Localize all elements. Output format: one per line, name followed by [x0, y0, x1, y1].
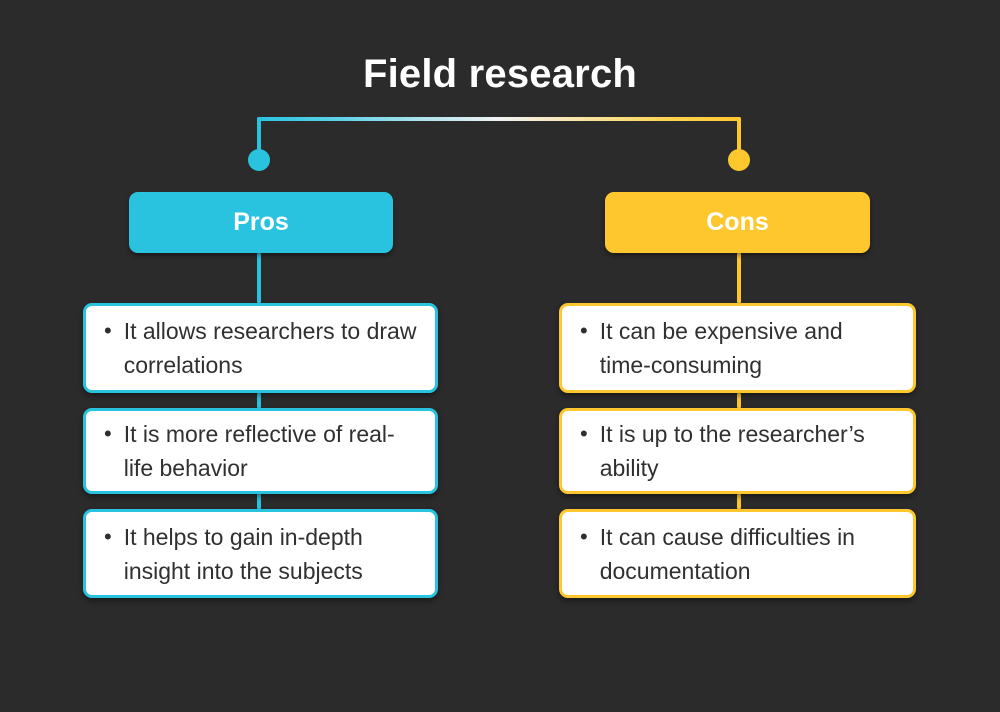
- cons-item-card-2[interactable]: • It is up to the researcher’s ability: [559, 408, 916, 494]
- cons-item-text-3: It can cause difficulties in documentati…: [599, 523, 855, 584]
- column-header-pros[interactable]: Pros: [129, 192, 393, 253]
- column-header-cons-label: Cons: [706, 208, 769, 236]
- stem-cons-item-1-to-item-2: [737, 393, 741, 408]
- bullet-icon: •: [104, 318, 112, 343]
- stem-pros-item-2-to-item-3: [257, 494, 261, 509]
- cons-item-text-2: It is up to the researcher’s ability: [599, 421, 865, 481]
- stem-cons-header-to-item-1: [737, 253, 741, 303]
- pros-item-text-1: It allows researchers to draw correlatio…: [123, 318, 417, 378]
- column-header-cons[interactable]: Cons: [605, 192, 870, 253]
- stem-cons-item-2-to-item-3: [737, 494, 741, 509]
- connector-horizontal-bracket: [257, 117, 741, 121]
- connector-vertical-right: [737, 117, 741, 159]
- column-header-pros-label: Pros: [233, 208, 289, 236]
- cons-item-text-1: It can be expensive and time-consuming: [599, 318, 843, 378]
- stem-pros-header-to-item-1: [257, 253, 261, 303]
- bullet-icon: •: [104, 523, 112, 549]
- pros-item-text-3: It helps to gain in-depth insight into t…: [123, 523, 363, 584]
- bullet-icon: •: [580, 318, 588, 343]
- pros-item-card-2[interactable]: • It is more reflective of real-life beh…: [83, 408, 438, 494]
- cons-item-card-3[interactable]: • It can cause difficulties in documenta…: [559, 509, 916, 598]
- pros-item-text-2: It is more reflective of real-life behav…: [123, 421, 395, 481]
- bullet-icon: •: [580, 523, 588, 549]
- stem-pros-item-1-to-item-2: [257, 393, 261, 408]
- bullet-icon: •: [580, 421, 588, 446]
- connector-vertical-left: [257, 117, 261, 159]
- pros-item-card-1[interactable]: • It allows researchers to draw correlat…: [83, 303, 438, 393]
- node-dot-cons: [728, 149, 750, 171]
- cons-item-card-1[interactable]: • It can be expensive and time-consuming: [559, 303, 916, 393]
- page-title: Field research: [362, 52, 638, 96]
- bullet-icon: •: [104, 421, 112, 446]
- node-dot-pros: [248, 149, 270, 171]
- pros-item-card-3[interactable]: • It helps to gain in-depth insight into…: [83, 509, 438, 598]
